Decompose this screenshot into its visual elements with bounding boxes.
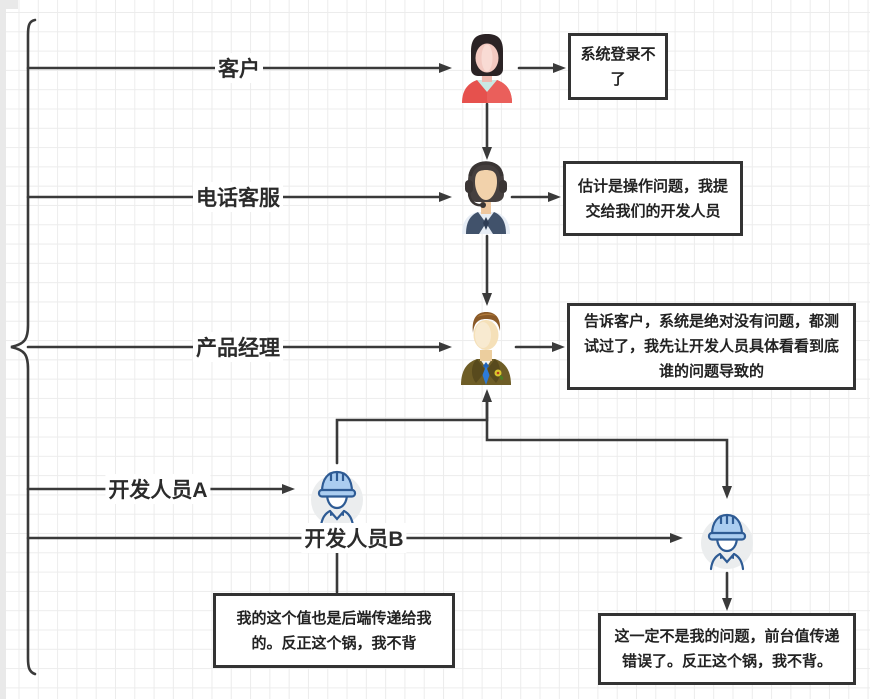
callout-developer-b[interactable]: 这一定不是我的问题，前台值传递 错误了。反正这个锅，我不背。 <box>598 613 856 685</box>
arrowhead-lane-customer <box>439 63 452 73</box>
callout-phone-support[interactable]: 估计是操作问题，我提 交给我们的开发人员 <box>563 161 743 236</box>
lane-label-product-manager[interactable]: 产品经理 <box>193 332 283 362</box>
arrowhead-support-manager <box>482 293 492 306</box>
callout-product-manager[interactable]: 告诉客户，系统是绝对没有问题，都测 试过了，我先让开发人员具体看看到底 谁的问题… <box>567 303 856 390</box>
arrowhead-support-callout <box>548 192 561 202</box>
developer-b-icon[interactable] <box>699 505 755 571</box>
lane-label-phone-support[interactable]: 电话客服 <box>193 182 283 212</box>
product-manager-icon[interactable] <box>459 311 513 385</box>
arrowhead-lane-developer-a <box>282 484 295 494</box>
lane-label-developer-a[interactable]: 开发人员A <box>105 474 211 504</box>
canvas-left-edge <box>0 0 6 699</box>
callout-developer-a-text: 我的这个值也是后端传递给我 的。反正这个锅，我不背 <box>236 609 432 652</box>
arrowhead-lane-phone-support <box>439 192 452 202</box>
connector-manager-to-developer-b <box>485 397 729 489</box>
arrowhead-customer-support <box>482 147 492 160</box>
canvas-corner-edge <box>0 0 18 9</box>
developer-a-icon[interactable] <box>309 462 365 528</box>
callout-product-manager-text: 告诉客户，系统是绝对没有问题，都测 试过了，我先让开发人员具体看看到底 谁的问题… <box>583 313 839 380</box>
arrowhead-manager-callout <box>552 342 565 352</box>
callout-phone-support-text: 估计是操作问题，我提 交给我们的开发人员 <box>577 177 728 220</box>
arrowhead-developer-b-callout <box>722 598 732 611</box>
callout-developer-b-text: 这一定不是我的问题，前台值传递 错误了。反正这个锅，我不背。 <box>614 628 840 670</box>
lane-label-developer-b[interactable]: 开发人员B <box>301 523 407 553</box>
callout-customer[interactable]: 系统登录不 了 <box>568 33 668 100</box>
lane-label-customer[interactable]: 客户 <box>215 53 263 83</box>
support-agent-icon[interactable] <box>458 160 514 234</box>
arrowhead-lane-developer-b <box>670 533 683 543</box>
arrowhead-developer-a-manager <box>482 389 492 402</box>
callout-customer-text: 系统登录不 了 <box>580 45 656 88</box>
customer-person-icon[interactable] <box>458 33 516 103</box>
arrowhead-manager-developer-b <box>722 486 732 499</box>
swimlane-brace <box>10 18 37 676</box>
arrowhead-lane-product-manager <box>439 342 452 352</box>
connector-developer-a-to-manager <box>335 399 489 465</box>
arrowhead-customer-callout <box>553 63 566 73</box>
callout-developer-a[interactable]: 我的这个值也是后端传递给我 的。反正这个锅，我不背 <box>213 593 455 668</box>
